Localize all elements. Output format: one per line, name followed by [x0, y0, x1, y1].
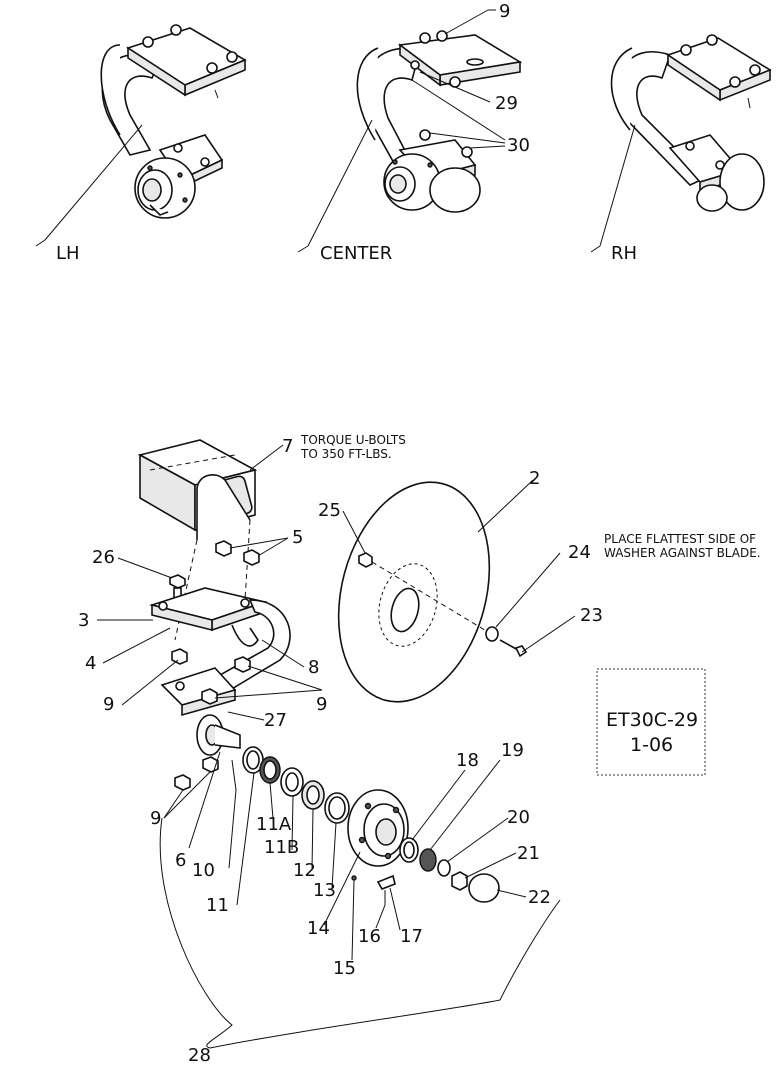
- callout-24: 24: [568, 542, 591, 563]
- callout-9-top: 9: [499, 1, 510, 22]
- callout-9-a: 9: [103, 694, 114, 715]
- lh-assembly-illustration: LH: [35, 24, 247, 264]
- callout-15: 15: [333, 958, 356, 979]
- center-view-label: CENTER: [320, 243, 392, 264]
- callout-18: 18: [456, 750, 479, 771]
- callout-28: 28: [188, 1045, 211, 1066]
- exploded-view-illustration: [97, 439, 706, 1049]
- callout-6: 6: [175, 850, 186, 871]
- callout-9-b: 9: [316, 694, 327, 715]
- washer-note-line2: WASHER AGAINST BLADE.: [604, 546, 761, 560]
- stamp-code: ET30C-29: [606, 709, 698, 731]
- callout-8: 8: [308, 657, 319, 678]
- callout-9-c: 9: [150, 808, 161, 829]
- callout-23: 23: [580, 605, 603, 626]
- torque-note-line1: TORQUE U-BOLTS: [300, 433, 406, 447]
- callout-13: 13: [313, 880, 336, 901]
- callout-7: 7: [282, 436, 293, 457]
- torque-note-line2: TO 350 FT-LBS.: [300, 447, 392, 461]
- lh-view-label: LH: [56, 243, 80, 264]
- callout-11b: 11B: [264, 837, 299, 858]
- callout-3: 3: [78, 610, 89, 631]
- callout-11: 11: [206, 895, 229, 916]
- callout-25: 25: [318, 500, 341, 521]
- callout-4: 4: [85, 653, 96, 674]
- callout-20: 20: [507, 807, 530, 828]
- rh-view-label: RH: [611, 243, 637, 264]
- callout-19: 19: [501, 740, 524, 761]
- callout-2: 2: [529, 468, 540, 489]
- washer-note-line1: PLACE FLATTEST SIDE OF: [604, 532, 756, 546]
- callout-5: 5: [292, 527, 303, 548]
- stamp-date: 1-06: [630, 734, 673, 756]
- callout-21: 21: [517, 843, 540, 864]
- callout-16: 16: [358, 926, 381, 947]
- callout-27: 27: [264, 710, 287, 731]
- callout-14: 14: [307, 918, 330, 939]
- callout-11a: 11A: [256, 814, 292, 835]
- center-assembly-illustration: CENTER: [297, 9, 523, 264]
- rh-assembly-illustration: RH: [590, 34, 772, 264]
- callout-29: 29: [495, 93, 518, 114]
- callout-30: 30: [507, 135, 530, 156]
- callout-17: 17: [400, 926, 423, 947]
- callout-22: 22: [528, 887, 551, 908]
- callout-26: 26: [92, 547, 115, 568]
- callout-10: 10: [192, 860, 215, 881]
- callout-12: 12: [293, 860, 316, 881]
